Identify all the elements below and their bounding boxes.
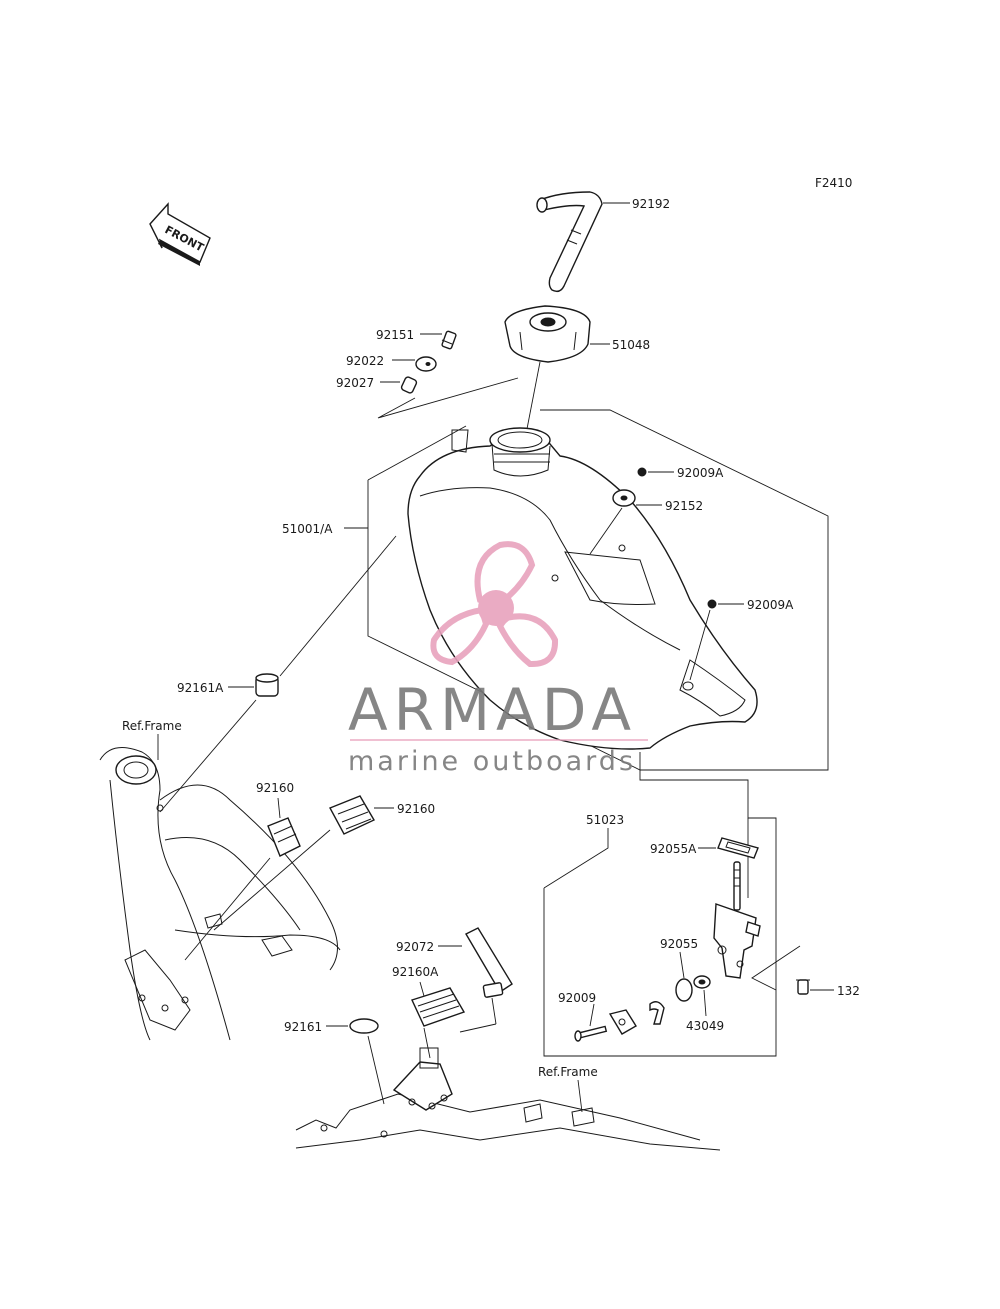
bolt-132 bbox=[796, 979, 810, 995]
band-92072 bbox=[465, 927, 513, 998]
cushion-92160-right bbox=[329, 795, 375, 835]
label-92009A-right: 92009A bbox=[747, 598, 794, 612]
label-92055: 92055 bbox=[660, 937, 698, 951]
label-92161A: 92161A bbox=[177, 681, 224, 695]
valve-spring bbox=[649, 1001, 665, 1025]
label-51023: 51023 bbox=[586, 813, 624, 827]
label-92027: 92027 bbox=[336, 376, 374, 390]
label-92022: 92022 bbox=[346, 354, 384, 368]
label-43049: 43049 bbox=[686, 1019, 724, 1033]
fuel-valve bbox=[713, 861, 761, 979]
valve-plate bbox=[608, 1009, 637, 1035]
fuel-tank bbox=[407, 427, 758, 750]
diagram-code: F2410 bbox=[815, 176, 852, 190]
watermark: ARMADA marine outboards bbox=[348, 541, 648, 777]
bolt-92009A-right bbox=[707, 599, 717, 609]
label-92072: 92072 bbox=[396, 940, 434, 954]
breather-hose bbox=[536, 191, 603, 293]
pad-92160A bbox=[411, 987, 466, 1027]
label-92192: 92192 bbox=[632, 197, 670, 211]
cushion-92161 bbox=[349, 1018, 379, 1034]
ref-frame-bottom: Ref.Frame bbox=[538, 1065, 598, 1079]
label-92009A-top: 92009A bbox=[677, 466, 724, 480]
watermark-tagline: marine outboards bbox=[348, 746, 636, 777]
frame-left bbox=[99, 747, 341, 1041]
label-51048: 51048 bbox=[612, 338, 650, 352]
label-92160A: 92160A bbox=[392, 965, 439, 979]
lever-43049 bbox=[693, 975, 711, 989]
bolt-92009A-top bbox=[637, 467, 647, 477]
screw-92009 bbox=[574, 1025, 608, 1042]
frame-bottom bbox=[295, 1047, 721, 1151]
watermark-brand: ARMADA bbox=[348, 676, 637, 744]
label-132: 132 bbox=[837, 984, 860, 998]
label-51001A: 51001/A bbox=[282, 522, 333, 536]
propeller-icon bbox=[430, 541, 559, 668]
fuel-cap bbox=[504, 305, 591, 363]
collar-92027 bbox=[400, 376, 418, 394]
label-92160-right: 92160 bbox=[397, 802, 435, 816]
label-92151: 92151 bbox=[376, 328, 414, 342]
front-arrow-icon: FRONT bbox=[149, 202, 211, 266]
label-92009: 92009 bbox=[558, 991, 596, 1005]
label-92055A: 92055A bbox=[650, 842, 697, 856]
cushion-92161A bbox=[255, 673, 279, 697]
label-92160-left: 92160 bbox=[256, 781, 294, 795]
cushion-92160-left bbox=[267, 817, 301, 857]
ref-frame-left: Ref.Frame bbox=[122, 719, 182, 733]
gasket-92055A bbox=[717, 837, 759, 859]
oring-92055 bbox=[675, 978, 693, 1002]
label-92152: 92152 bbox=[665, 499, 703, 513]
bolt-92151 bbox=[441, 330, 457, 350]
label-92161: 92161 bbox=[284, 1020, 322, 1034]
